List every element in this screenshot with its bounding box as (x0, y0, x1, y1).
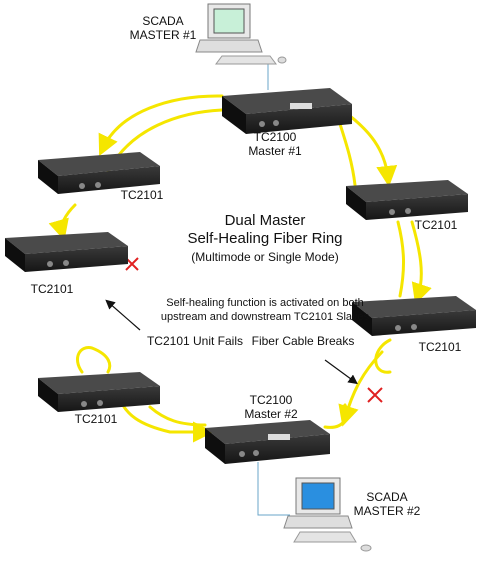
master2-label: TC2100 Master #2 (236, 393, 306, 421)
master2-label-line1: TC2100 (249, 393, 293, 407)
scada1-label-line2: MASTER #1 (129, 28, 197, 42)
master1-device (222, 88, 352, 134)
slave-device-bottom-left (38, 372, 160, 412)
scada2-computer-icon (283, 477, 372, 552)
slave-device-right-upper (346, 180, 468, 220)
master1-label-line2: Master #1 (248, 144, 302, 158)
self-healing-note: Self-healing function is activated on bo… (130, 296, 400, 324)
slave-label-bottom-left: TC2101 (74, 412, 118, 426)
slave-label-right-upper: TC2101 (414, 218, 458, 232)
scada2-label-line2: MASTER #2 (353, 504, 421, 518)
slave-label-left-failed: TC2101 (30, 282, 74, 296)
scada1-label-line1: SCADA (142, 14, 184, 28)
scada1-computer-icon (195, 3, 287, 65)
master2-device (205, 420, 330, 464)
unit-fails-arrow (105, 299, 141, 331)
scada1-label: SCADA MASTER #1 (128, 14, 198, 42)
scada2-label-line1: SCADA (366, 490, 408, 504)
diagram-subtitle: (Multimode or Single Mode) (191, 250, 339, 264)
slave-device-top-left (38, 152, 160, 194)
scada2-label: SCADA MASTER #2 (352, 490, 422, 518)
fault-marks (125, 257, 383, 403)
self-healing-note-line1: Self-healing function is activated on bo… (166, 297, 364, 309)
cable-break-arrow (324, 359, 358, 385)
diagram-title-line1: Dual Master (224, 212, 306, 229)
slave-label-right-lower: TC2101 (418, 340, 462, 354)
slave-device-right-lower (352, 296, 476, 336)
master1-label-line1: TC2100 (253, 130, 297, 144)
self-healing-note-line2: upstream and downstream TC2101 Slaves (160, 311, 370, 323)
cable-breaks-label: Fiber Cable Breaks (251, 334, 355, 348)
diagram-title-line2: Self-Healing Fiber Ring (187, 230, 343, 247)
unit-fails-label: TC2101 Unit Fails (146, 334, 244, 348)
cable-break-mark (367, 387, 383, 403)
master2-label-line2: Master #2 (244, 407, 298, 421)
slave-device-left-failed (5, 232, 128, 272)
slave-label-top-left: TC2101 (120, 188, 164, 202)
master1-label: TC2100 Master #1 (240, 130, 310, 158)
diagram-title: Dual Master Self-Healing Fiber Ring (160, 212, 370, 248)
scada2-link (257, 462, 290, 516)
